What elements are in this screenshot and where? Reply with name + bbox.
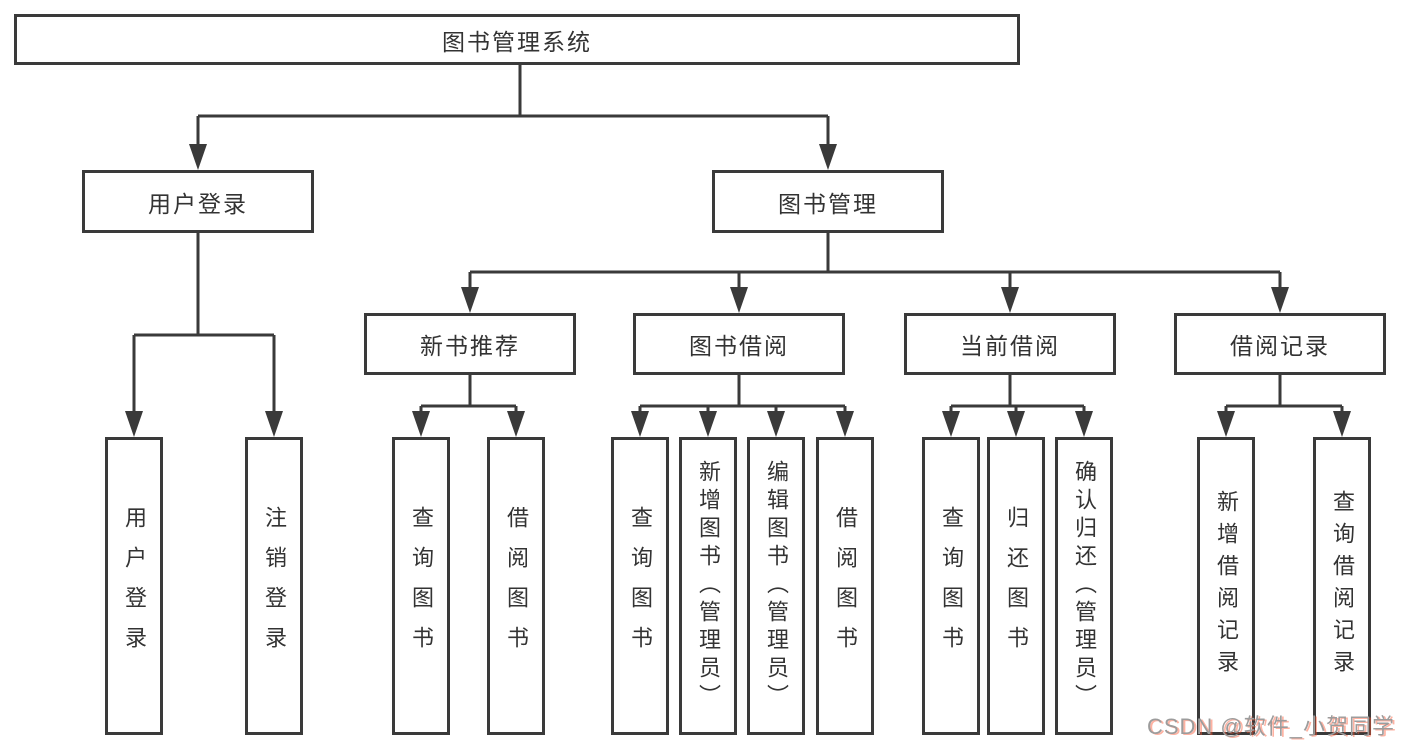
arrow-borrow-records xyxy=(1271,287,1289,313)
node-leaf-bb-query-book-label: 查询图书 xyxy=(628,506,653,666)
node-leaf-rec-borrow-book-label: 借阅图书 xyxy=(504,506,529,666)
node-current-borrow: 当前借阅 xyxy=(904,313,1116,375)
connector-borrow-to-leaves xyxy=(638,375,847,413)
arrow-leaf-cb-confirm xyxy=(1075,411,1093,437)
node-borrow-records-label: 借阅记录 xyxy=(1230,333,1330,359)
arrow-book-borrow xyxy=(730,287,748,313)
node-leaf-bb-borrow-book-label: 借阅图书 xyxy=(833,506,858,666)
node-root: 图书管理系统 xyxy=(14,14,1020,65)
arrow-leaf-bb-add xyxy=(699,411,717,437)
node-leaf-cb-confirm-return-label: 确认归还（管理员） xyxy=(1072,460,1097,712)
node-leaf-bb-edit-book: 编辑图书（管理员） xyxy=(747,437,805,735)
node-leaf-rec-borrow-book: 借阅图书 xyxy=(487,437,545,735)
node-leaf-logout-label: 注销登录 xyxy=(262,506,287,666)
connector-root-to-level1 xyxy=(196,65,830,146)
node-book-borrow-label: 图书借阅 xyxy=(689,333,789,359)
arrow-leaf-rec-borrow xyxy=(507,411,525,437)
arrow-leaf-bb-edit xyxy=(767,411,785,437)
node-leaf-user-login-label: 用户登录 xyxy=(122,506,147,666)
node-new-book-recommend: 新书推荐 xyxy=(364,313,576,375)
connector-recommend-to-leaves xyxy=(419,375,518,413)
arrowheads xyxy=(125,144,1351,437)
node-leaf-bb-add-book-label: 新增图书（管理员） xyxy=(696,460,721,712)
node-leaf-user-login: 用户登录 xyxy=(105,437,163,735)
node-leaf-br-query-record: 查询借阅记录 xyxy=(1313,437,1371,735)
arrow-leaf-bb-query xyxy=(631,411,649,437)
connector-bookmgmt-to-level2 xyxy=(468,233,1282,289)
arrow-leaf-cb-return xyxy=(1007,411,1025,437)
node-leaf-bb-edit-book-label: 编辑图书（管理员） xyxy=(764,460,789,712)
node-leaf-bb-add-book: 新增图书（管理员） xyxy=(679,437,737,735)
node-leaf-rec-query-book: 查询图书 xyxy=(392,437,450,735)
node-leaf-cb-return-book-label: 归还图书 xyxy=(1004,506,1029,666)
node-leaf-bb-borrow-book: 借阅图书 xyxy=(816,437,874,735)
arrow-leaf-user-login xyxy=(125,411,143,437)
watermark-text: CSDN @软件_小贺同学 xyxy=(1146,714,1395,739)
node-leaf-br-add-record: 新增借阅记录 xyxy=(1197,437,1255,735)
arrow-leaf-br-query xyxy=(1333,411,1351,437)
node-leaf-cb-confirm-return: 确认归还（管理员） xyxy=(1055,437,1113,735)
node-book-borrow: 图书借阅 xyxy=(633,313,845,375)
node-new-book-recommend-label: 新书推荐 xyxy=(420,333,520,359)
node-leaf-cb-query-book-label: 查询图书 xyxy=(939,506,964,666)
arrow-leaf-cb-query xyxy=(942,411,960,437)
arrow-book-management xyxy=(819,144,837,170)
node-leaf-rec-query-book-label: 查询图书 xyxy=(409,506,434,666)
connector-records-to-leaves xyxy=(1224,375,1344,413)
node-leaf-br-query-record-label: 查询借阅记录 xyxy=(1330,490,1355,682)
arrow-current-borrow xyxy=(1001,287,1019,313)
node-leaf-bb-query-book: 查询图书 xyxy=(611,437,669,735)
node-user-login-label: 用户登录 xyxy=(148,190,248,217)
arrow-leaf-bb-borrow xyxy=(836,411,854,437)
node-leaf-br-add-record-label: 新增借阅记录 xyxy=(1214,490,1239,682)
node-borrow-records: 借阅记录 xyxy=(1174,313,1386,375)
arrow-leaf-rec-query xyxy=(412,411,430,437)
node-book-management-label: 图书管理 xyxy=(778,190,878,217)
node-leaf-cb-query-book: 查询图书 xyxy=(922,437,980,735)
arrow-leaf-br-add xyxy=(1217,411,1235,437)
node-user-login: 用户登录 xyxy=(82,170,314,233)
node-leaf-logout: 注销登录 xyxy=(245,437,303,735)
watermark: CSDN @软件_小贺同学 xyxy=(1147,709,1395,741)
node-current-borrow-label: 当前借阅 xyxy=(960,333,1060,359)
arrow-new-book-recommend xyxy=(461,287,479,313)
connector-userlogin-to-leaves xyxy=(132,233,276,413)
node-book-management: 图书管理 xyxy=(712,170,944,233)
connector-current-to-leaves xyxy=(949,375,1086,413)
node-root-label: 图书管理系统 xyxy=(442,28,592,55)
node-leaf-cb-return-book: 归还图书 xyxy=(987,437,1045,735)
arrow-leaf-logout xyxy=(265,411,283,437)
arrow-user-login xyxy=(189,144,207,170)
